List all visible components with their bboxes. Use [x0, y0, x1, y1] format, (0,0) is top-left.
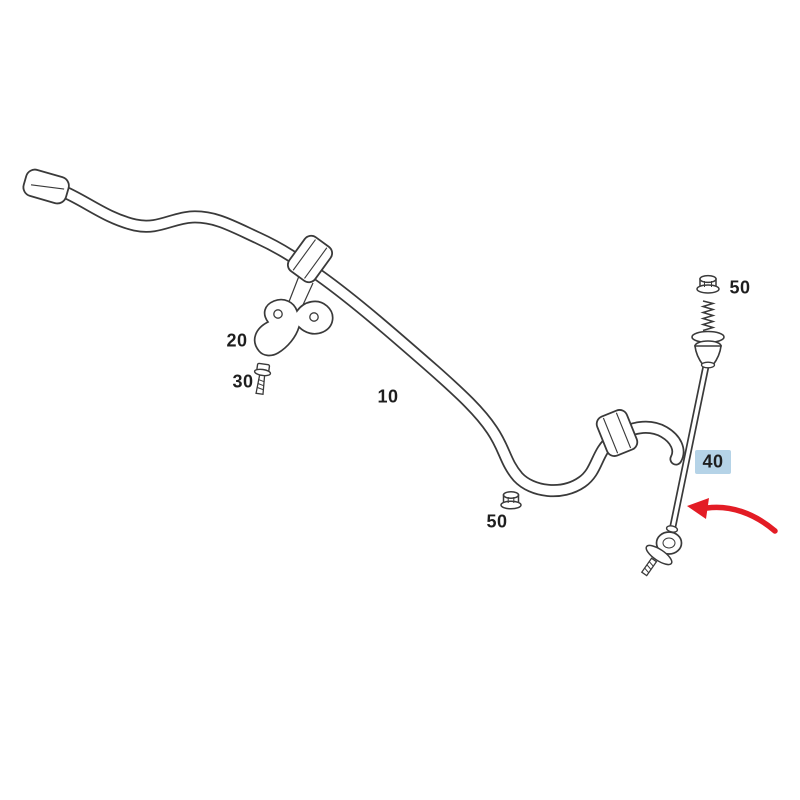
stabilizer-bar-drawing: [53, 183, 685, 498]
part-label-link: 40: [702, 451, 724, 472]
part-label-bracket: 20: [226, 330, 248, 351]
part-label-nut-middle: 50: [486, 511, 508, 532]
part-label-bar: 10: [377, 386, 399, 407]
part-label-screw: 30: [232, 371, 254, 392]
bushing-clamp-right: [595, 409, 639, 457]
pointer-arrowhead: [687, 498, 709, 519]
screw-drawing: [253, 362, 272, 395]
nut-middle-drawing: [500, 491, 522, 510]
part-label-nut-top: 50: [729, 277, 751, 298]
label-40-highlight: [695, 450, 731, 474]
bar-end-paddle: [22, 168, 70, 205]
link-top-thread: [700, 300, 716, 332]
stabilizer-link-drawing: [640, 300, 725, 577]
link-bottom-thread: [640, 557, 658, 577]
nut-top-drawing: [696, 274, 720, 294]
pointer-arrow: [687, 498, 778, 534]
bracket-drawing: [253, 298, 334, 357]
bushing-clamp-left: [286, 234, 334, 284]
